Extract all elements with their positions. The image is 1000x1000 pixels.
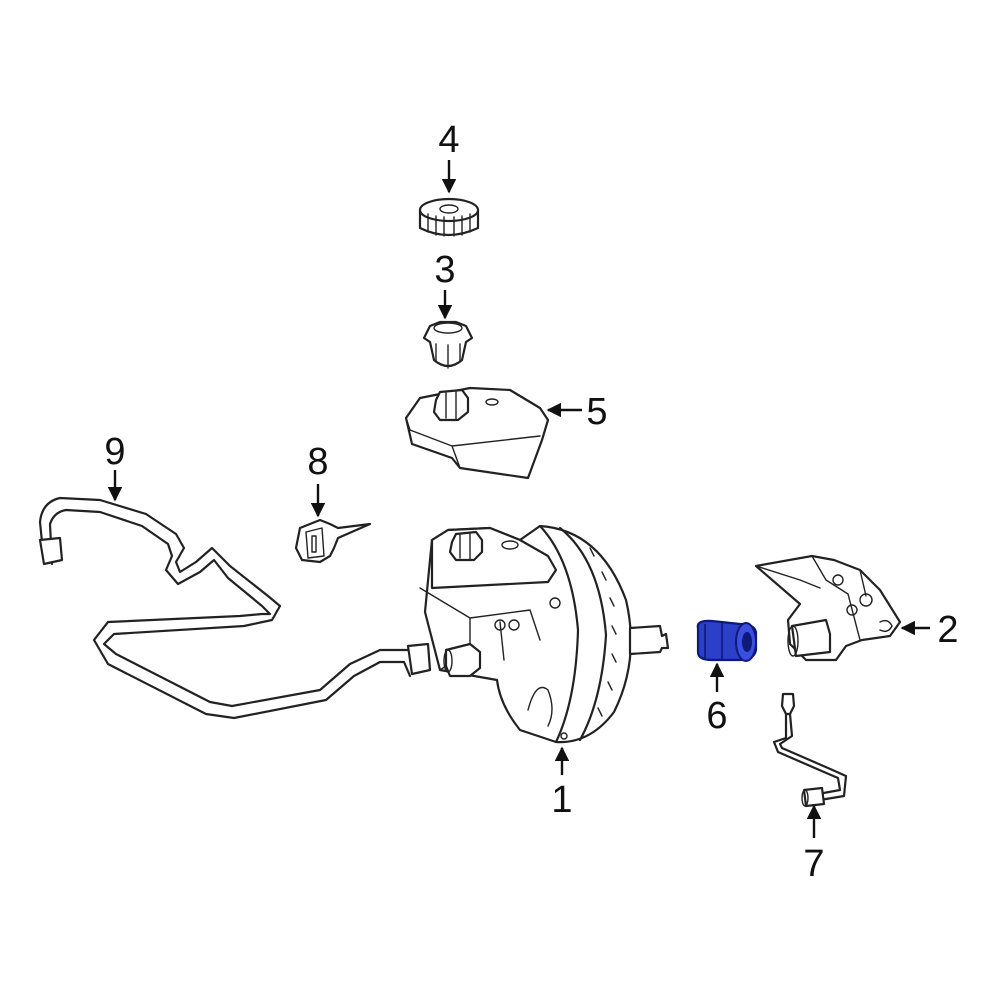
callout-7: 7 xyxy=(803,843,824,885)
callout-5: 5 xyxy=(586,391,607,433)
leader-lines xyxy=(107,160,930,838)
part-1-brake-booster[interactable] xyxy=(419,524,670,744)
part-3-filter-strainer[interactable] xyxy=(422,320,474,369)
part-5-reservoir[interactable] xyxy=(404,386,550,480)
part-9-vacuum-hose[interactable] xyxy=(38,496,432,720)
part-7-sensor[interactable] xyxy=(772,692,848,808)
part-8-sensor-plug[interactable] xyxy=(294,518,372,564)
callout-4: 4 xyxy=(438,119,459,161)
callout-3: 3 xyxy=(434,249,455,291)
callout-2: 2 xyxy=(937,609,958,651)
callout-1: 1 xyxy=(551,779,572,821)
part-2-bracket[interactable] xyxy=(754,554,902,662)
part-4-reservoir-cap[interactable] xyxy=(418,197,480,237)
callout-9: 9 xyxy=(104,431,125,473)
part-6-seal-highlighted[interactable] xyxy=(696,619,758,662)
callout-6: 6 xyxy=(706,695,727,737)
callout-8: 8 xyxy=(307,441,328,483)
